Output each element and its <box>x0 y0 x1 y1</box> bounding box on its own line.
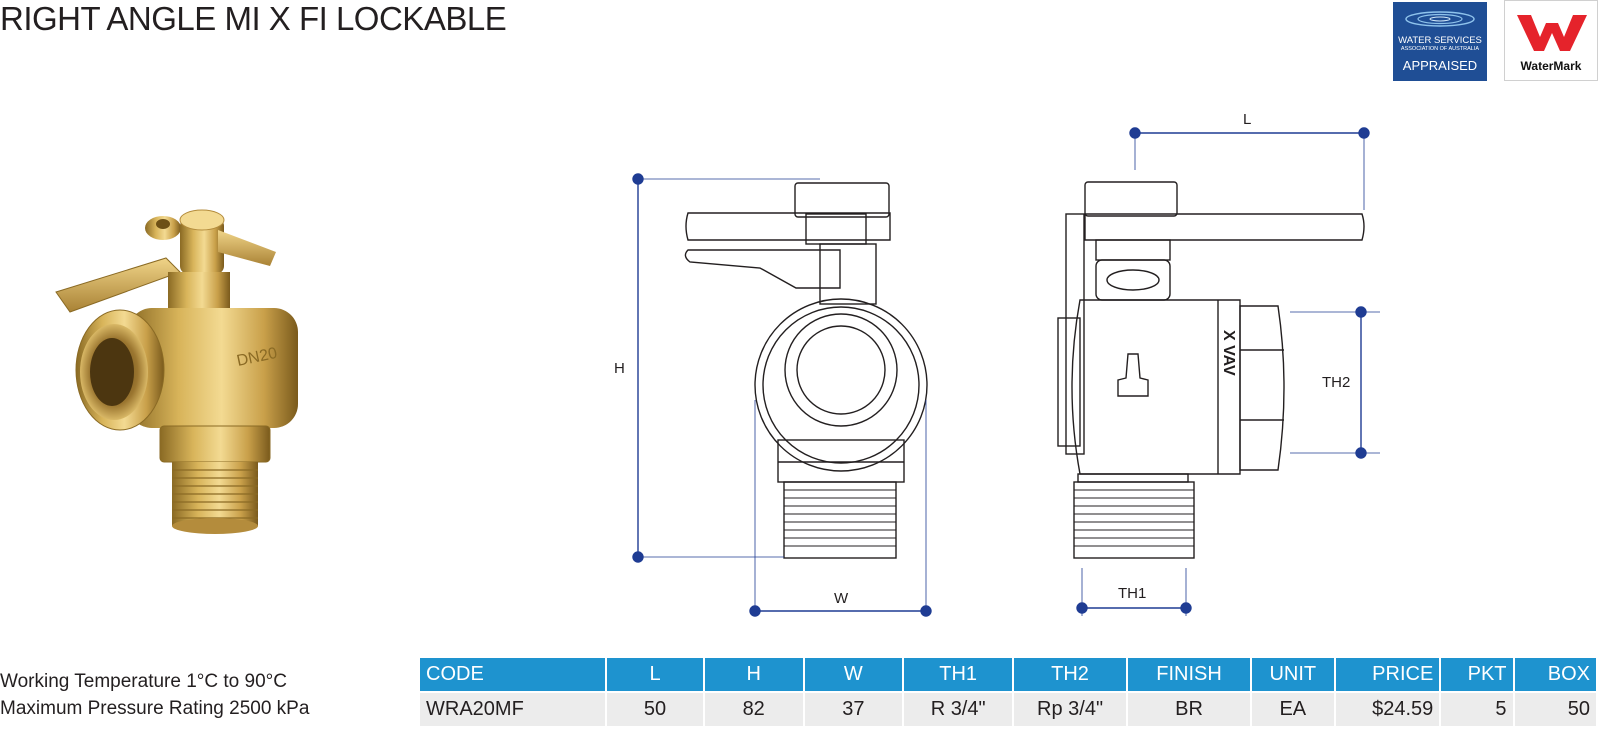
watermark-logo: WaterMark <box>1504 0 1598 81</box>
dim-label-w: W <box>834 590 849 607</box>
col-pkt: PKT <box>1441 658 1513 691</box>
col-box: BOX <box>1514 658 1596 691</box>
side-marking-text: X VAV <box>1220 330 1237 376</box>
cell-unit: EA <box>1252 691 1334 726</box>
col-h: H <box>704 658 803 691</box>
page-title: RIGHT ANGLE MI X FI LOCKABLE <box>0 0 507 37</box>
cell-code: WRA20MF <box>420 691 606 726</box>
col-price: PRICE <box>1335 658 1440 691</box>
max-pressure: Maximum Pressure Rating 2500 kPa <box>0 698 310 719</box>
dim-label-h: H <box>614 360 625 377</box>
front-view-drawing <box>684 182 928 559</box>
col-code: CODE <box>420 658 606 691</box>
side-view-drawing <box>1057 181 1365 559</box>
working-temperature: Working Temperature 1°C to 90°C <box>0 671 287 692</box>
cell-l: 50 <box>607 691 703 726</box>
wsaa-line1: WATER SERVICES <box>1398 35 1482 46</box>
wsaa-line2: ASSOCIATION OF AUSTRALIA <box>1400 46 1480 52</box>
water-wave-icon <box>1405 11 1475 27</box>
col-th1: TH1 <box>904 658 1013 691</box>
watermark-w-icon <box>1517 15 1587 51</box>
col-unit: UNIT <box>1252 658 1334 691</box>
table-header-row: CODE L H W TH1 TH2 FINISH UNIT PRICE PKT… <box>420 658 1596 691</box>
col-finish: FINISH <box>1128 658 1251 691</box>
cell-box: 50 <box>1514 691 1596 726</box>
cell-th2: Rp 3/4" <box>1014 691 1126 726</box>
col-w: W <box>804 658 903 691</box>
spec-notes: Working Temperature 1°C to 90°C Maximum … <box>0 668 309 722</box>
dim-label-l: L <box>1243 111 1251 128</box>
col-l: L <box>607 658 703 691</box>
product-table: CODE L H W TH1 TH2 FINISH UNIT PRICE PKT… <box>418 658 1598 726</box>
dim-label-th2: TH2 <box>1322 374 1350 391</box>
dimension-lines <box>632 127 1380 617</box>
wsaa-line3: APPRAISED <box>1402 58 1478 73</box>
technical-drawing: X VAV H W L TH2 TH1 <box>614 111 1380 617</box>
col-th2: TH2 <box>1014 658 1126 691</box>
cell-price: $24.59 <box>1335 691 1440 726</box>
wsaa-appraised-logo: WATER SERVICES ASSOCIATION OF AUSTRALIA … <box>1393 2 1487 81</box>
cell-h: 82 <box>704 691 803 726</box>
table-row: WRA20MF 50 82 37 R 3/4" Rp 3/4" BR EA $2… <box>420 691 1596 726</box>
cell-w: 37 <box>804 691 903 726</box>
product-photo: DN20 <box>55 209 298 534</box>
dim-label-th1: TH1 <box>1118 585 1146 602</box>
watermark-text: WaterMark <box>1520 59 1582 73</box>
cell-finish: BR <box>1128 691 1251 726</box>
cell-th1: R 3/4" <box>904 691 1013 726</box>
cell-pkt: 5 <box>1441 691 1513 726</box>
